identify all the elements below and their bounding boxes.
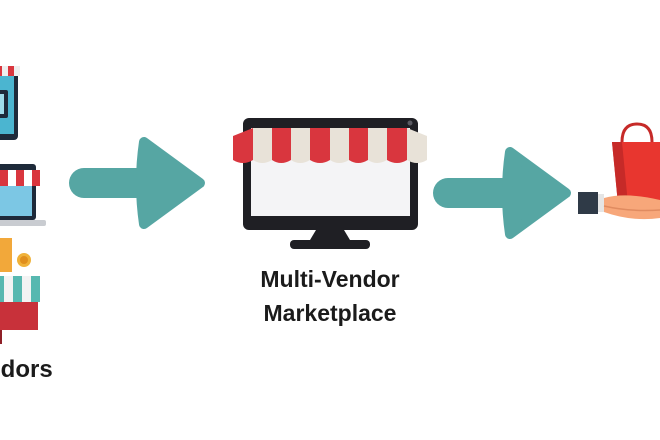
monitor-storefront-icon — [233, 118, 427, 249]
vendors-label: ndors — [0, 356, 53, 383]
marketplace-label-line2: Marketplace — [263, 300, 397, 326]
right-arrow-icon — [69, 137, 205, 229]
shop-tablet-icon — [0, 66, 20, 140]
shop-laptop-icon — [0, 164, 46, 226]
hand-receiving-shopping-bag-icon — [578, 122, 660, 220]
marketplace-label: Multi-Vendor Marketplace — [200, 262, 460, 330]
shop-stall-icon — [0, 238, 40, 344]
marketplace-label-line1: Multi-Vendor — [260, 266, 400, 292]
right-arrow-icon — [433, 147, 571, 239]
